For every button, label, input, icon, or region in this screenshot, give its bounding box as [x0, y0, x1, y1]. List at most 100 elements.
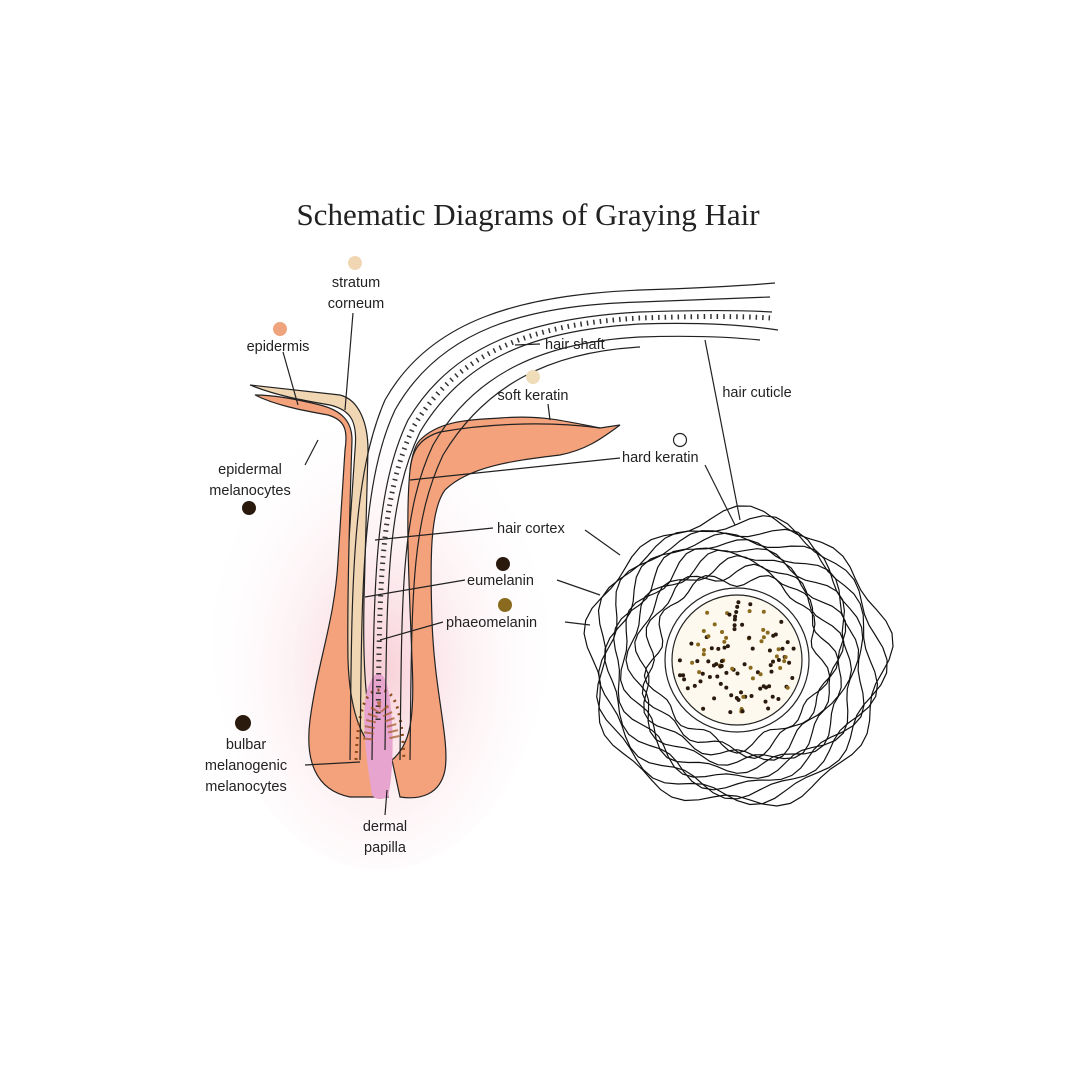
diagram-title: Schematic Diagrams of Graying Hair — [296, 197, 760, 232]
hair-cross-section — [583, 505, 894, 807]
melanin-granule — [770, 694, 775, 699]
melanin-granule — [791, 646, 796, 651]
melanin-granule — [725, 644, 730, 649]
melanin-granule — [724, 635, 729, 640]
melanin-granule — [718, 681, 723, 686]
melanin-granule — [719, 664, 724, 668]
cuticle-layer — [634, 555, 845, 761]
melanin-granule — [790, 676, 795, 680]
melanin-granule — [701, 706, 706, 711]
melanin-granule — [765, 630, 770, 635]
melanin-granule — [732, 627, 737, 632]
label-bulbar-2: melanogenic — [205, 758, 287, 774]
melanin-granule — [715, 674, 720, 679]
label-epidermis: epidermis — [247, 339, 310, 355]
label-hard-keratin: hard keratin — [622, 450, 699, 466]
melanin-granule — [695, 659, 700, 664]
melanin-granule — [761, 609, 766, 614]
cuticle-layer — [643, 574, 831, 754]
label-epidermal-melanocytes-1: epidermal — [218, 462, 282, 478]
melanin-granule — [722, 639, 727, 644]
label-stratum-corneum-2: corneum — [328, 296, 384, 312]
melanin-granule — [739, 690, 743, 695]
label-bulbar-3: melanocytes — [205, 779, 286, 795]
melanin-granule — [782, 659, 787, 664]
label-epidermal-melanocytes-2: melanocytes — [209, 483, 290, 499]
melanin-granule — [728, 710, 733, 715]
melanin-granule — [727, 612, 732, 617]
eumelanin-swatch — [496, 557, 510, 571]
cuticle-layer — [625, 549, 847, 766]
melanin-granule — [758, 686, 763, 691]
melanin-granule — [736, 600, 741, 605]
melanin-granule — [733, 614, 738, 619]
melanin-granule — [749, 694, 754, 698]
melanin-granule — [785, 685, 790, 690]
leader-lines — [282, 312, 741, 816]
melanin-granule — [776, 697, 781, 701]
melanin-granule — [763, 699, 768, 704]
melanin-granule — [732, 623, 737, 628]
label-soft-keratin: soft keratin — [498, 388, 569, 404]
cortex-ring — [671, 594, 803, 726]
melanin-granule — [748, 602, 753, 607]
melanin-granule — [729, 693, 734, 698]
melanin-granule — [734, 696, 739, 700]
epidermis-swatch — [273, 322, 287, 336]
label-hair-cuticle: hair cuticle — [722, 385, 791, 401]
melanin-granule — [732, 617, 737, 622]
melanin-granule — [761, 635, 766, 640]
pigment-granules — [375, 314, 771, 721]
melanin-granule — [724, 685, 729, 690]
melanin-granule — [740, 709, 745, 714]
melanin-granule — [758, 672, 763, 677]
melanin-granule — [747, 635, 752, 640]
melanin-granule — [766, 706, 771, 711]
dermis-glow — [210, 370, 550, 870]
melanin-granule — [692, 683, 697, 688]
melanin-granule — [719, 659, 724, 664]
melanin-granule — [690, 660, 695, 665]
label-hair-cortex: hair cortex — [497, 521, 565, 537]
melanin-granule — [785, 640, 790, 645]
melanin-granule — [767, 684, 772, 689]
melanin-granule — [702, 648, 706, 652]
melanin-granule — [711, 663, 716, 668]
melanin-granule — [778, 666, 783, 670]
label-hair-shaft: hair shaft — [545, 337, 605, 353]
hard-keratin-swatch — [672, 432, 688, 448]
melanin-granule — [681, 673, 686, 678]
melanin-granule — [742, 662, 747, 667]
cuticle-layer — [641, 563, 839, 760]
melanin-granule — [750, 676, 755, 681]
melanin-granule — [730, 666, 735, 671]
melanin-granule — [776, 658, 781, 662]
melanin-granule — [701, 629, 706, 633]
melanin-granule — [706, 659, 711, 664]
melanin-granule — [750, 646, 755, 651]
melanin-granule — [678, 673, 682, 678]
melanin-granule — [700, 671, 705, 676]
melanin-granule — [706, 634, 711, 639]
melanin-granule — [741, 694, 746, 699]
melanin-granule — [761, 627, 766, 632]
melanin-granule — [774, 654, 779, 659]
bulbar-melanocyte-icon — [235, 715, 251, 731]
cuticle-layer — [583, 505, 894, 807]
melanin-granule — [701, 652, 706, 657]
epidermis-right — [391, 416, 621, 799]
melanin-granule — [735, 604, 740, 609]
melanin-granule — [773, 632, 778, 637]
melanin-granule — [769, 669, 774, 674]
label-stratum-corneum-1: stratum — [332, 275, 380, 291]
cuticle-layer — [598, 528, 879, 800]
melanin-granule — [779, 619, 784, 624]
stratum-corneum-swatch — [348, 256, 362, 270]
melanin-granule — [747, 609, 752, 614]
melanin-granule — [709, 646, 714, 651]
melanin-granule — [696, 642, 701, 647]
label-dermal-papilla-2: papilla — [364, 840, 407, 856]
melanin-granule — [761, 684, 766, 689]
hair-shaft — [349, 282, 779, 761]
